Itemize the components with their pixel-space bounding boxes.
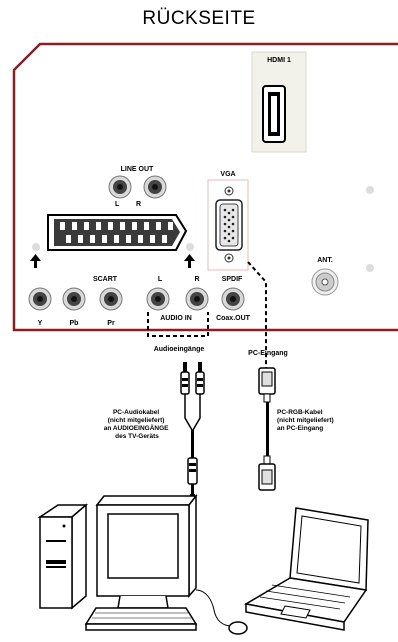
rgb-cable-line: (nicht mitgeliefert) [277, 417, 334, 424]
line-out-l-label: L [115, 201, 120, 208]
line-out-l-jack [108, 175, 132, 199]
audio-cable-line: des TV-Geräts [115, 433, 159, 440]
hdmi-connector [262, 85, 286, 143]
pr-jack [99, 287, 123, 311]
vga-cable [258, 367, 276, 491]
line-out-label: LINE OUT [121, 166, 154, 173]
antenna-connector [311, 268, 339, 296]
rgb-cable-text: PC-RGB-Kabel (nicht mitgeliefert) an PC-… [277, 409, 336, 432]
audio-l-label: L [158, 276, 163, 283]
panel-screw-dot [186, 243, 194, 251]
pc-input-label: PC-Eingang [248, 350, 288, 357]
pc-monitor [95, 493, 198, 609]
audio-in-r-jack [185, 287, 209, 311]
spdif-label: SPDIF [222, 276, 243, 283]
coax-out-jack [221, 287, 245, 311]
audio-cable-text: PC-Audiokabel (nicht mitgeliefert) an AU… [104, 409, 171, 440]
laptop [243, 507, 369, 631]
mouse [195, 589, 248, 635]
scart-label: SCART [93, 276, 118, 283]
audio-in-l-jack [146, 287, 170, 311]
pr-label: Pr [107, 320, 115, 327]
audio-cable [180, 362, 205, 500]
panel-screw-dot [32, 243, 40, 251]
ant-label: ANT. [317, 257, 333, 264]
up-arrow-icon [30, 254, 41, 268]
panel-screw-dot [366, 264, 374, 272]
y-label: Y [38, 320, 43, 327]
rgb-cable-line: an PC-Eingang [277, 425, 323, 432]
up-arrow-icon [184, 254, 195, 268]
tv-back-panel [12, 42, 398, 332]
audio-in-label: AUDIO IN [160, 315, 192, 322]
line-out-r-jack [143, 175, 167, 199]
vga-label: VGA [220, 171, 235, 178]
vga-connector [215, 186, 243, 263]
keyboard [84, 607, 198, 631]
pb-jack [62, 287, 86, 311]
audio-r-label: R [194, 276, 199, 283]
audio-inputs-label: Audioeingänge [154, 346, 205, 353]
audio-cable-line: PC-Audiokabel [113, 409, 159, 416]
audio-cable-line: (nicht mitgeliefert) [108, 417, 165, 424]
pc-tower [37, 503, 89, 610]
audio-cable-line: an AUDIOEINGÄNGE [104, 424, 169, 432]
scart-connector [47, 214, 188, 251]
pb-label: Pb [70, 320, 79, 327]
y-jack [28, 287, 52, 311]
panel-screw-dot [366, 186, 374, 194]
coax-out-label: Coax.OUT [216, 315, 251, 322]
vga-dashed-line [247, 261, 267, 372]
page-title: RÜCKSEITE [142, 8, 256, 29]
line-out-r-label: R [136, 201, 141, 208]
hdmi-label: HDMI 1 [267, 57, 291, 64]
rgb-cable-line: PC-RGB-Kabel [277, 409, 323, 416]
